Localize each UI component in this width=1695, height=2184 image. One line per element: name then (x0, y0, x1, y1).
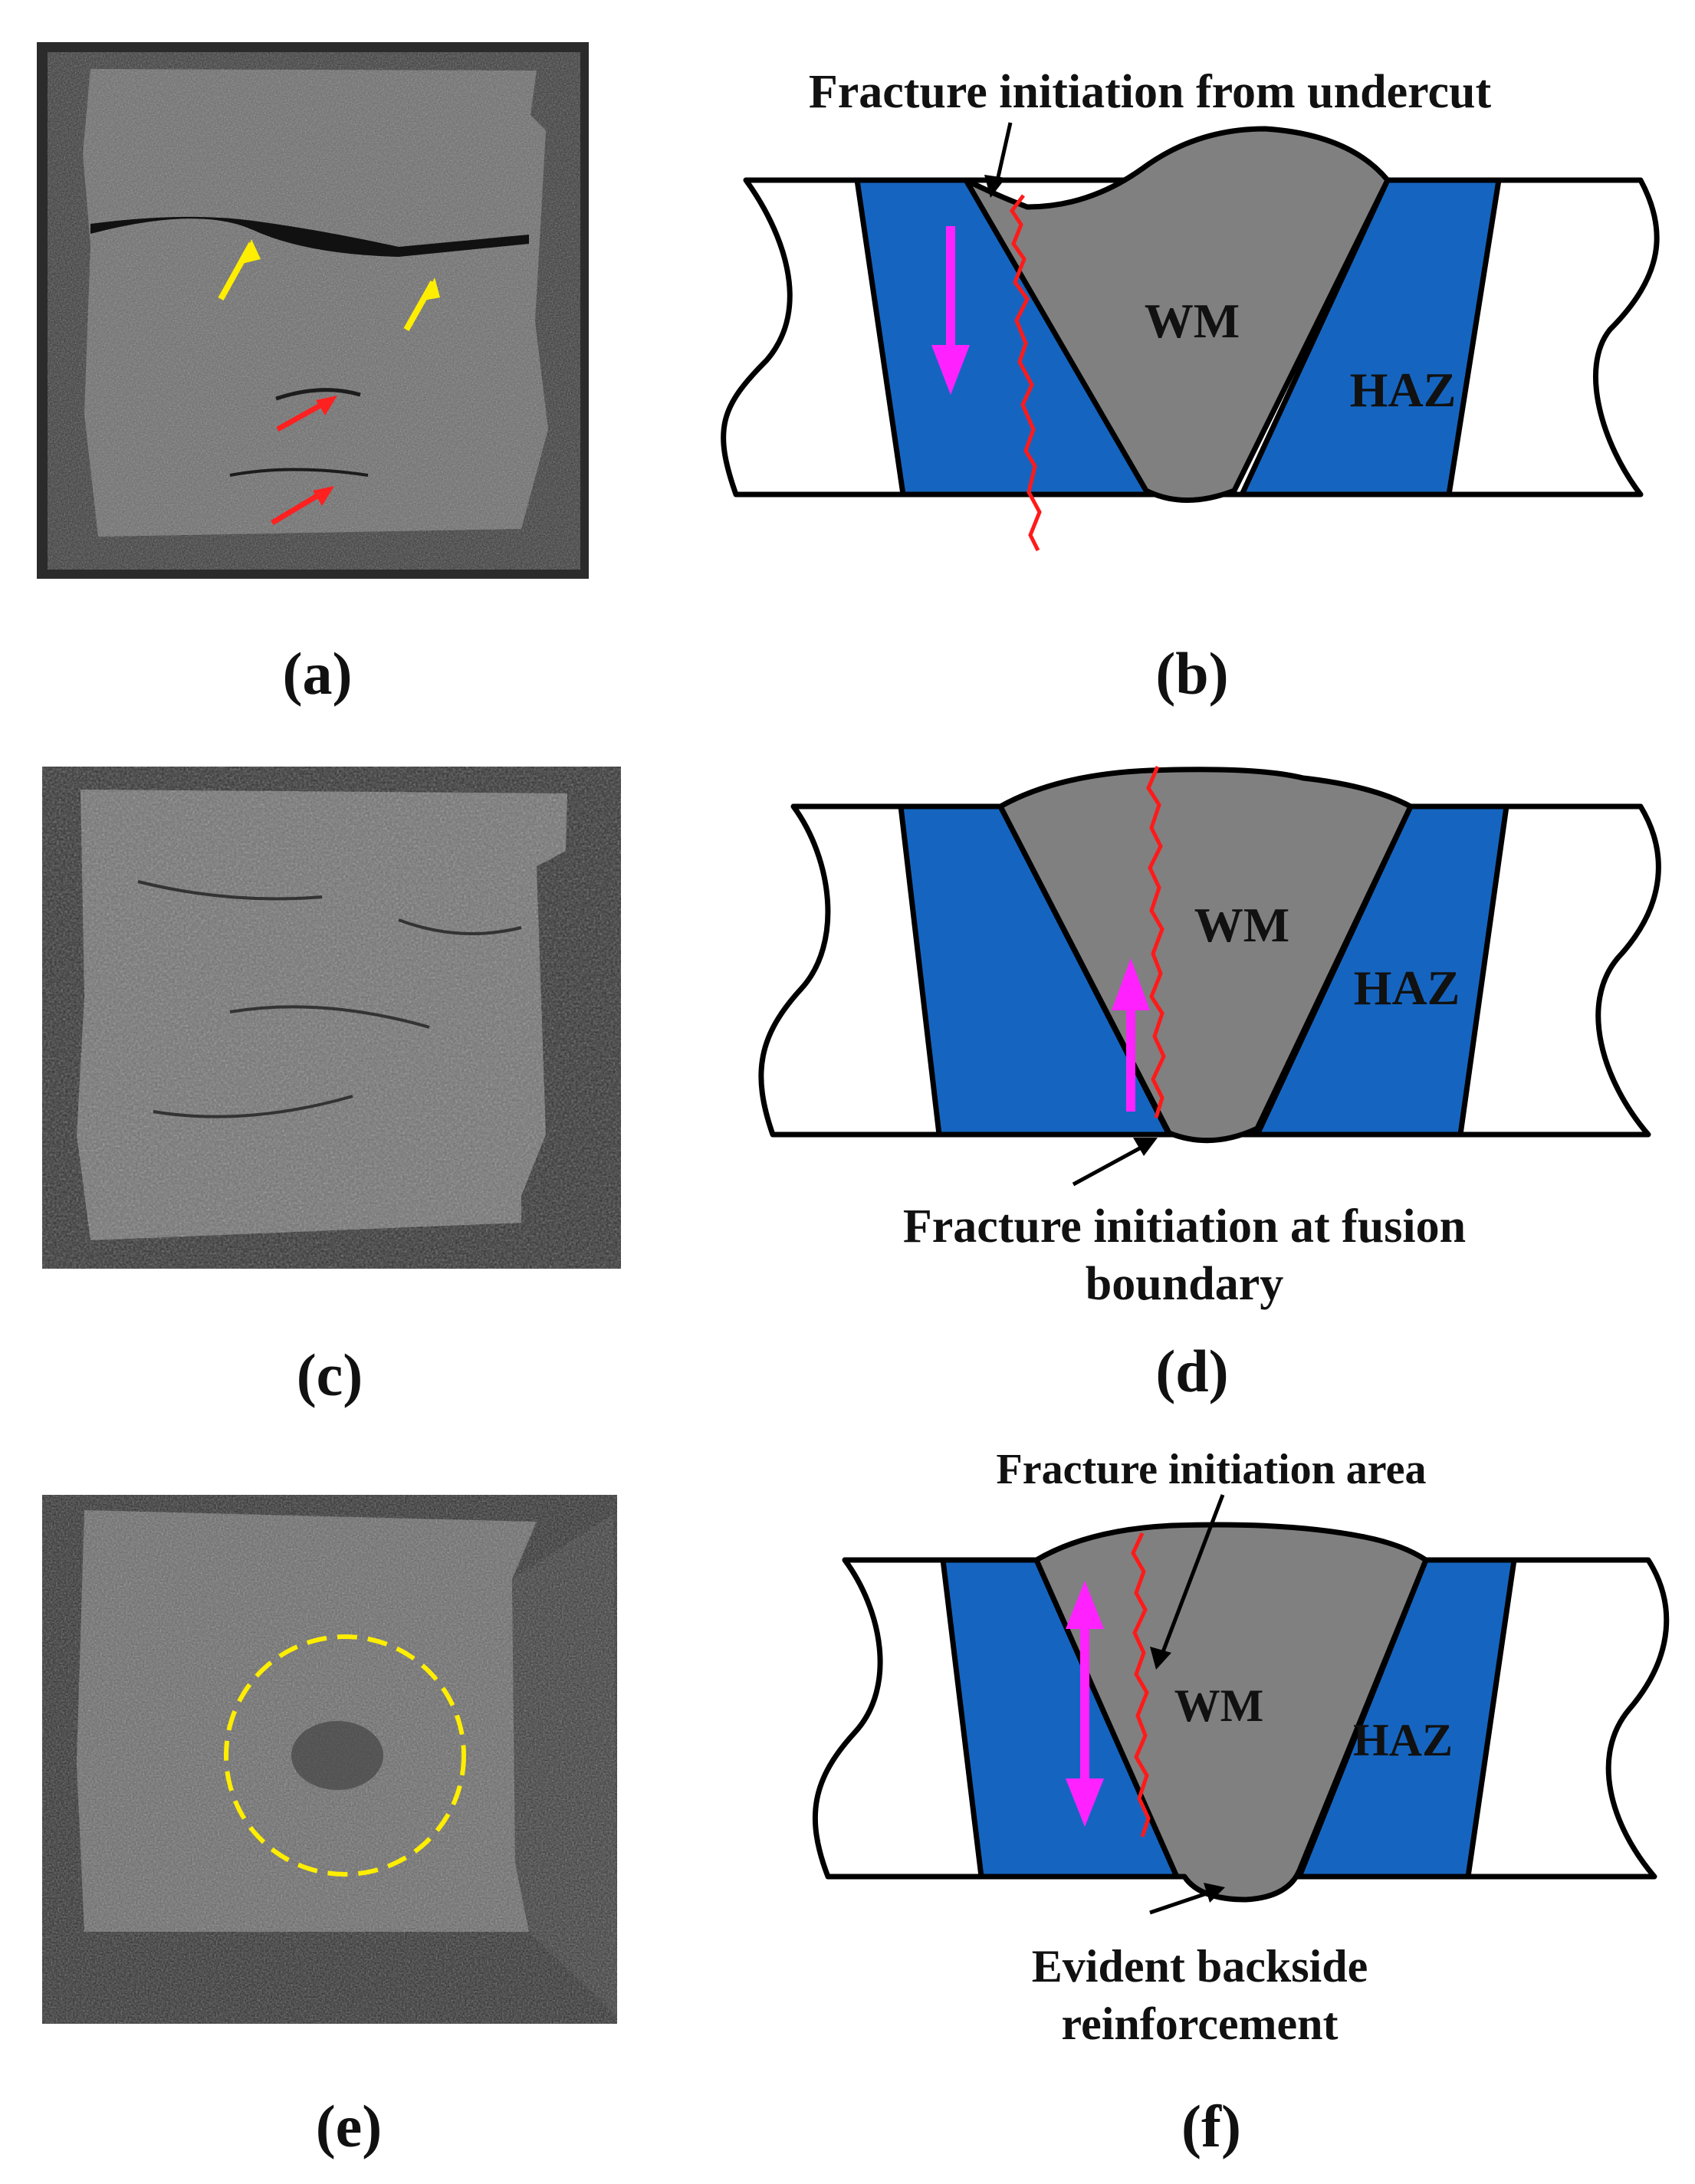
arrow-head (1150, 1647, 1171, 1670)
panel-label-e: (e) (316, 2093, 383, 2159)
wm-label-f: WM (1174, 1680, 1264, 1731)
crack-a2 (275, 388, 361, 401)
haz-label-f: HAZ (1353, 1715, 1453, 1765)
pointer-arrow (1159, 1494, 1225, 1657)
texture-a (48, 52, 580, 570)
haz-label-b: HAZ (1350, 363, 1457, 417)
panel-label-f: (f) (1181, 2093, 1241, 2159)
panel-label-a: (a) (283, 640, 353, 707)
weld-metal-d (997, 767, 1414, 1144)
panel-label-c: (c) (297, 1342, 363, 1408)
annotation-d-line2: boundary (1086, 1258, 1283, 1310)
diagram-d (758, 766, 1661, 1187)
crack-a3 (229, 468, 369, 477)
diagram-f (813, 1494, 1670, 1915)
crack-a (90, 216, 529, 257)
photo-c (42, 767, 621, 1269)
annotation-f-top: Fracture initiation area (997, 1446, 1427, 1493)
wm-label-b: WM (1145, 294, 1240, 348)
initiation-circle (224, 1634, 466, 1877)
photo-a (37, 42, 589, 579)
arrow-head (1112, 958, 1150, 1010)
arrow-head (1133, 1138, 1158, 1156)
pointer-arrow (994, 122, 1013, 185)
weld-metal-f (1033, 1522, 1429, 1903)
arrow-head (1066, 1778, 1104, 1827)
wm-label-d: WM (1194, 898, 1289, 952)
photo-e (42, 1495, 617, 2024)
surface-cracks-c (137, 880, 522, 1118)
arrow-head (1066, 1581, 1104, 1629)
annotation-f-line2: reinforcement (1062, 1998, 1339, 2049)
arrow-head (242, 239, 261, 264)
haz-label-d: HAZ (1354, 961, 1460, 1015)
annotation-b: Fracture initiation from undercut (809, 66, 1492, 118)
haz-right-b (1239, 177, 1502, 498)
weld-metal-b (963, 126, 1391, 503)
arrow-head (313, 486, 334, 506)
arrow-head (1204, 1883, 1225, 1903)
diagram-b (721, 122, 1660, 552)
fracture-path (1131, 1532, 1151, 1838)
arrow-head (423, 278, 440, 301)
pointer-arrow (1149, 1890, 1212, 1915)
panel-label-b: (b) (1155, 640, 1228, 707)
arrow-head (984, 175, 1006, 198)
arrow-head (316, 396, 337, 415)
annotation-d-line1: Fracture initiation at fusion (903, 1200, 1466, 1253)
annotation-f-line1: Evident backside (1032, 1941, 1368, 1992)
pointer-arrow (1072, 1144, 1145, 1187)
fracture-path (1009, 194, 1042, 552)
fracture-path (1146, 766, 1166, 1118)
panel-label-d: (d) (1155, 1338, 1228, 1404)
arrow-head (931, 345, 970, 395)
initiation-zone (291, 1721, 383, 1790)
texture-c (42, 767, 621, 1269)
